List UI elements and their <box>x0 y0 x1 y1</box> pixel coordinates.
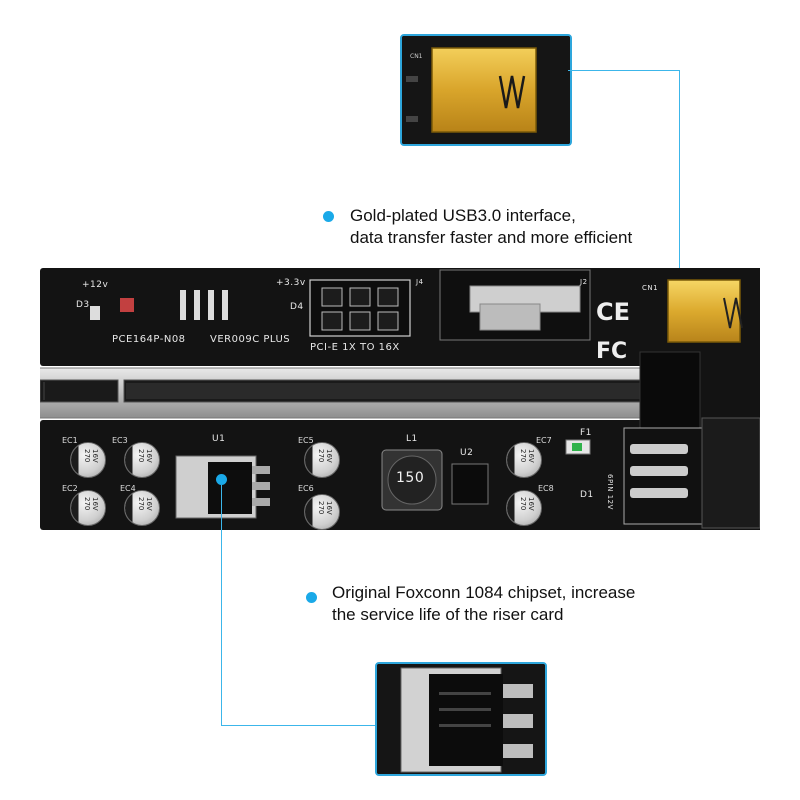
riser-board-graphic: CE FC <box>35 268 761 530</box>
capacitor-ec3: 16V 270 <box>124 442 160 478</box>
label-version: VER009C PLUS <box>210 334 291 345</box>
capacitor-ec2: 16V 270 <box>70 490 106 526</box>
capacitor-ec8: 16V 270 <box>506 490 542 526</box>
usb-closeup-inset: CN1 <box>400 34 572 146</box>
capacitor-ec1: 16V 270 <box>70 442 106 478</box>
label-ec5: EC5 <box>298 436 314 445</box>
mosfet-closeup <box>377 664 545 774</box>
chip-caption-line2: the service life of the riser card <box>332 605 564 624</box>
label-ec1: EC1 <box>62 436 78 445</box>
label-33v: +3.3v <box>276 278 306 288</box>
leader-line-usb-down <box>679 70 680 316</box>
label-6pin: 6PIN 12V <box>606 474 614 510</box>
label-j4: J4 <box>416 278 424 286</box>
capacitor-rating-label: 16V 270 <box>137 449 153 463</box>
label-u1: U1 <box>212 434 226 444</box>
label-d1: D1 <box>580 490 594 500</box>
fcc-mark-icon: FC <box>596 339 627 364</box>
chip-caption: Original Foxconn 1084 chipset, increase … <box>332 582 635 626</box>
chip-closeup-inset <box>375 662 547 776</box>
chip-caption-bullet <box>306 592 317 603</box>
chip-caption-line1: Original Foxconn 1084 chipset, increase <box>332 583 636 602</box>
usb-connector-closeup: CN1 <box>402 36 570 144</box>
leader-line-chip-right <box>221 725 375 726</box>
usb-caption-line1: Gold-plated USB3.0 interface, <box>350 206 576 225</box>
ce-mark-icon: CE <box>596 298 630 326</box>
leader-line-usb-top <box>568 70 680 71</box>
label-ec7: EC7 <box>536 436 552 445</box>
capacitor-ec7: 16V 270 <box>506 442 542 478</box>
label-cn1: CN1 <box>642 284 659 292</box>
label-j2: J2 <box>580 278 588 286</box>
label-ec6: EC6 <box>298 484 314 493</box>
usb-contact-icon <box>498 75 526 109</box>
capacitor-rating-label: 16V 270 <box>519 497 535 511</box>
capacitor-rating-label: 16V 270 <box>317 501 333 515</box>
chip-marker-dot <box>216 474 227 485</box>
label-u2: U2 <box>460 448 474 458</box>
label-ec2: EC2 <box>62 484 78 493</box>
capacitor-rating-label: 16V 270 <box>519 449 535 463</box>
label-f1: F1 <box>580 428 592 438</box>
label-ec8: EC8 <box>538 484 554 493</box>
inset-cn1-label: CN1 <box>410 53 423 60</box>
label-inductor-value: 150 <box>396 470 425 486</box>
label-ec4: EC4 <box>120 484 136 493</box>
capacitor-rating-label: 16V 270 <box>83 497 99 511</box>
label-d3: D3 <box>76 300 90 310</box>
riser-board: CE FC +12v +3.3v D3 D <box>35 268 761 530</box>
leader-line-chip-down <box>221 485 222 725</box>
capacitor-ec4: 16V 270 <box>124 490 160 526</box>
label-model: PCE164P-N08 <box>112 334 186 345</box>
label-d4: D4 <box>290 302 304 312</box>
label-pcie: PCI-E 1X TO 16X <box>310 342 400 353</box>
label-l1: L1 <box>406 434 418 444</box>
capacitor-ec5: 16V 270 <box>304 442 340 478</box>
capacitor-rating-label: 16V 270 <box>137 497 153 511</box>
capacitor-ec6: 16V 270 <box>304 494 340 530</box>
label-12v: +12v <box>82 280 109 290</box>
usb-caption-bullet <box>323 211 334 222</box>
capacitor-rating-label: 16V 270 <box>83 449 99 463</box>
usb-caption-line2: data transfer faster and more efficient <box>350 228 633 247</box>
usb-caption: Gold-plated USB3.0 interface, data trans… <box>350 205 632 249</box>
label-ec3: EC3 <box>112 436 128 445</box>
usb3-port <box>667 279 741 343</box>
capacitor-rating-label: 16V 270 <box>317 449 333 463</box>
